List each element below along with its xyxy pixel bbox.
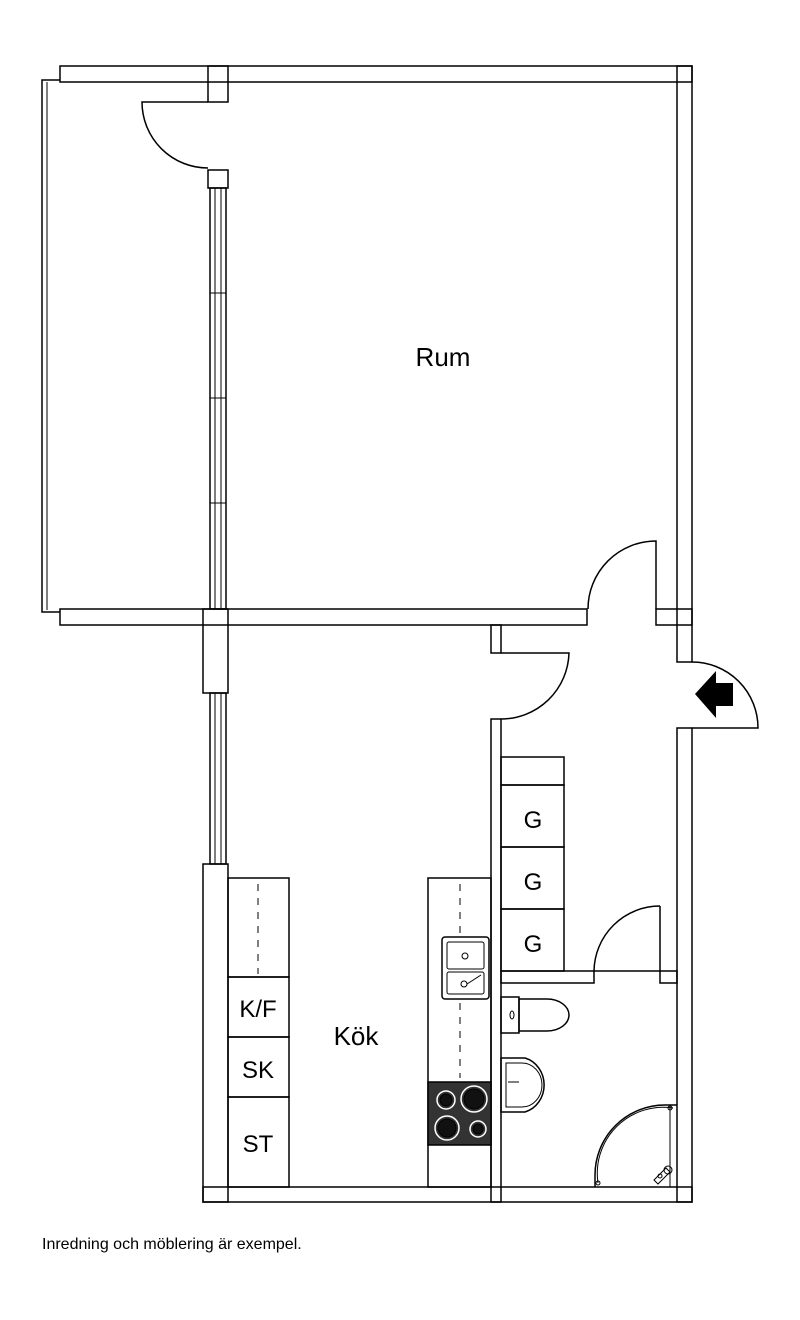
wardrobe-label: G — [524, 807, 543, 834]
kitchen-right-counter — [427, 877, 492, 1188]
disclaimer-caption: Inredning och möblering är exempel. — [42, 1236, 302, 1253]
room-label-kitchen: Kök — [334, 1021, 380, 1051]
kitchen-left-counter: K/F SK ST — [227, 877, 290, 1188]
wash-basin-icon — [500, 1057, 545, 1113]
wardrobe-label: G — [524, 931, 543, 958]
doors — [141, 101, 759, 972]
stove-icon — [427, 1081, 492, 1146]
sink-icon — [441, 936, 490, 1000]
cupboard-label: ST — [243, 1131, 274, 1158]
fridge-freezer-label: K/F — [239, 996, 276, 1023]
wardrobe-label: G — [524, 869, 543, 896]
shower-icon — [594, 1104, 677, 1187]
balcony — [41, 79, 227, 865]
wardrobes: G G G — [500, 756, 565, 972]
cabinet-label: SK — [242, 1057, 274, 1084]
bathroom-fixtures — [500, 996, 677, 1187]
entrance-arrow-icon — [695, 671, 733, 718]
room-label-living: Rum — [416, 342, 471, 372]
toilet-icon — [500, 996, 570, 1034]
